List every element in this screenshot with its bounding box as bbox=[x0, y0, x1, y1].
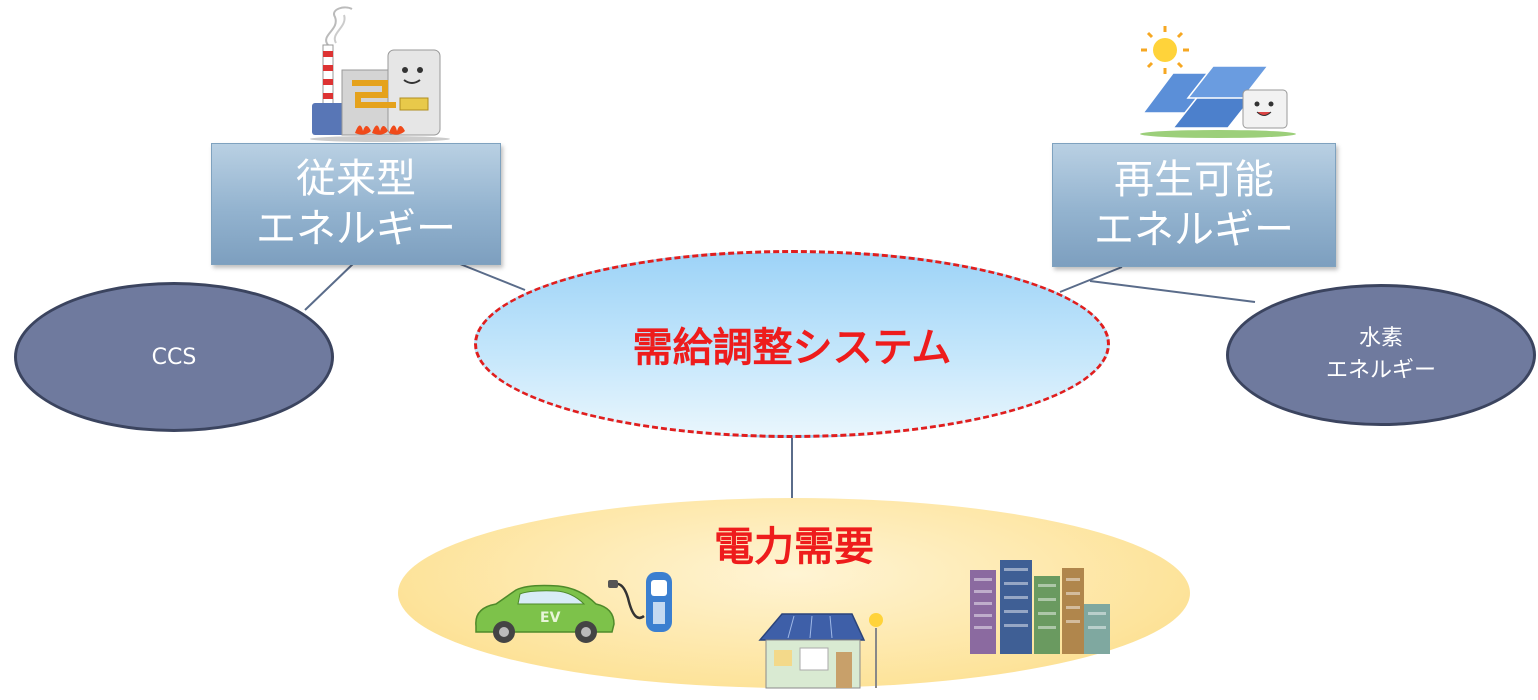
electric-car-icon: EV bbox=[475, 584, 615, 643]
ev-badge-text: EV bbox=[540, 610, 561, 626]
hydrogen-label-line2: エネルギー bbox=[1325, 358, 1436, 383]
line-conventional-center bbox=[454, 261, 526, 291]
renewable-energy-label-line1: 再生可能 bbox=[1114, 157, 1274, 203]
supply-demand-system-label: 需給調整システム bbox=[632, 325, 952, 371]
charger-icon bbox=[608, 572, 672, 632]
conventional-energy-label-line2: エネルギー bbox=[256, 206, 456, 252]
line-conventional-ccs bbox=[304, 261, 356, 311]
solar-plant-icon bbox=[1140, 26, 1296, 138]
hydrogen-label-line1: 水素 bbox=[1358, 326, 1403, 351]
solar-house-icon bbox=[758, 613, 883, 689]
supply-demand-system-oval: 需給調整システム bbox=[474, 250, 1110, 438]
hydrogen-energy-oval: 水素 エネルギー bbox=[1226, 284, 1536, 426]
line-renewable-center bbox=[1059, 266, 1123, 293]
line-renewable-hydrogen bbox=[1089, 280, 1256, 303]
ccs-oval: CCS bbox=[14, 282, 334, 432]
renewable-energy-box: 再生可能 エネルギー bbox=[1052, 143, 1336, 267]
power-demand-label: 電力需要 bbox=[714, 524, 874, 570]
conventional-energy-label-line1: 従来型 bbox=[296, 156, 416, 202]
buildings-icon bbox=[970, 560, 1110, 654]
factory-icon bbox=[310, 6, 450, 142]
conventional-energy-box: 従来型 エネルギー bbox=[211, 143, 501, 265]
renewable-energy-label-line2: エネルギー bbox=[1094, 207, 1294, 253]
ccs-label: CCS bbox=[151, 344, 197, 370]
